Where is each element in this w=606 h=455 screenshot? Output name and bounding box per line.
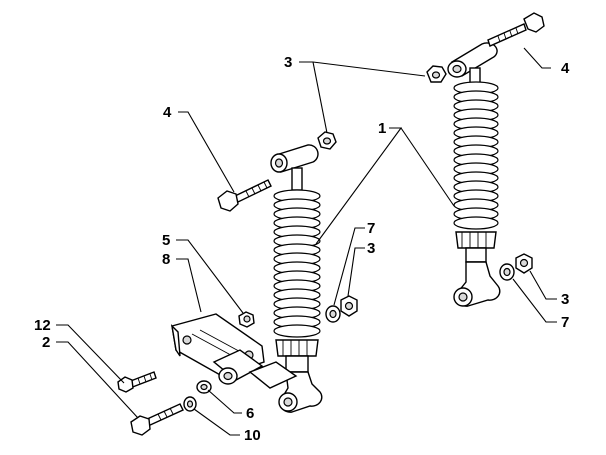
bracket-nut bbox=[238, 311, 255, 328]
callout-3-mid: 3 bbox=[367, 240, 375, 257]
callout-10: 10 bbox=[244, 427, 261, 444]
left-shock-bottom-eye bbox=[278, 371, 323, 413]
callout-8: 8 bbox=[162, 251, 170, 268]
left-top-bolt bbox=[217, 179, 272, 212]
right-bottom-washer bbox=[499, 263, 515, 281]
short-bolt bbox=[117, 371, 157, 393]
callout-4-left: 4 bbox=[163, 104, 172, 121]
left-bottom-washer bbox=[325, 305, 341, 323]
right-shock-absorber bbox=[447, 42, 501, 307]
callout-4-right: 4 bbox=[561, 60, 570, 77]
callout-3-right: 3 bbox=[561, 291, 569, 308]
callout-12: 12 bbox=[34, 317, 51, 334]
left-shock-collar bbox=[275, 339, 319, 373]
right-shock-top-eye bbox=[447, 42, 498, 85]
left-bottom-nut bbox=[340, 295, 358, 317]
callout-7-right: 7 bbox=[561, 314, 569, 331]
left-shock-spring bbox=[273, 189, 321, 338]
right-shock-collar bbox=[455, 231, 497, 263]
left-shock-absorber bbox=[270, 144, 323, 413]
callout-7-mid: 7 bbox=[367, 220, 375, 237]
spacer bbox=[196, 380, 212, 394]
callout-2: 2 bbox=[42, 334, 50, 351]
callout-6: 6 bbox=[246, 405, 254, 422]
right-top-bolt bbox=[487, 12, 545, 47]
callout-labels: 3 4 4 1 7 3 5 8 12 2 6 10 3 7 bbox=[34, 54, 570, 444]
callout-1: 1 bbox=[378, 120, 386, 137]
callout-5: 5 bbox=[162, 232, 170, 249]
right-shock-bottom-eye bbox=[453, 261, 501, 307]
right-shock-spring bbox=[453, 81, 499, 230]
callout-3-top: 3 bbox=[284, 54, 292, 71]
right-bottom-nut bbox=[515, 253, 533, 274]
washer bbox=[183, 396, 197, 412]
left-top-nut bbox=[317, 131, 337, 150]
long-bolt bbox=[130, 403, 184, 436]
leader-lines bbox=[56, 47, 557, 436]
left-shock-top-eye bbox=[270, 144, 319, 191]
right-top-nut bbox=[426, 65, 447, 83]
mounting-bracket bbox=[170, 313, 298, 389]
